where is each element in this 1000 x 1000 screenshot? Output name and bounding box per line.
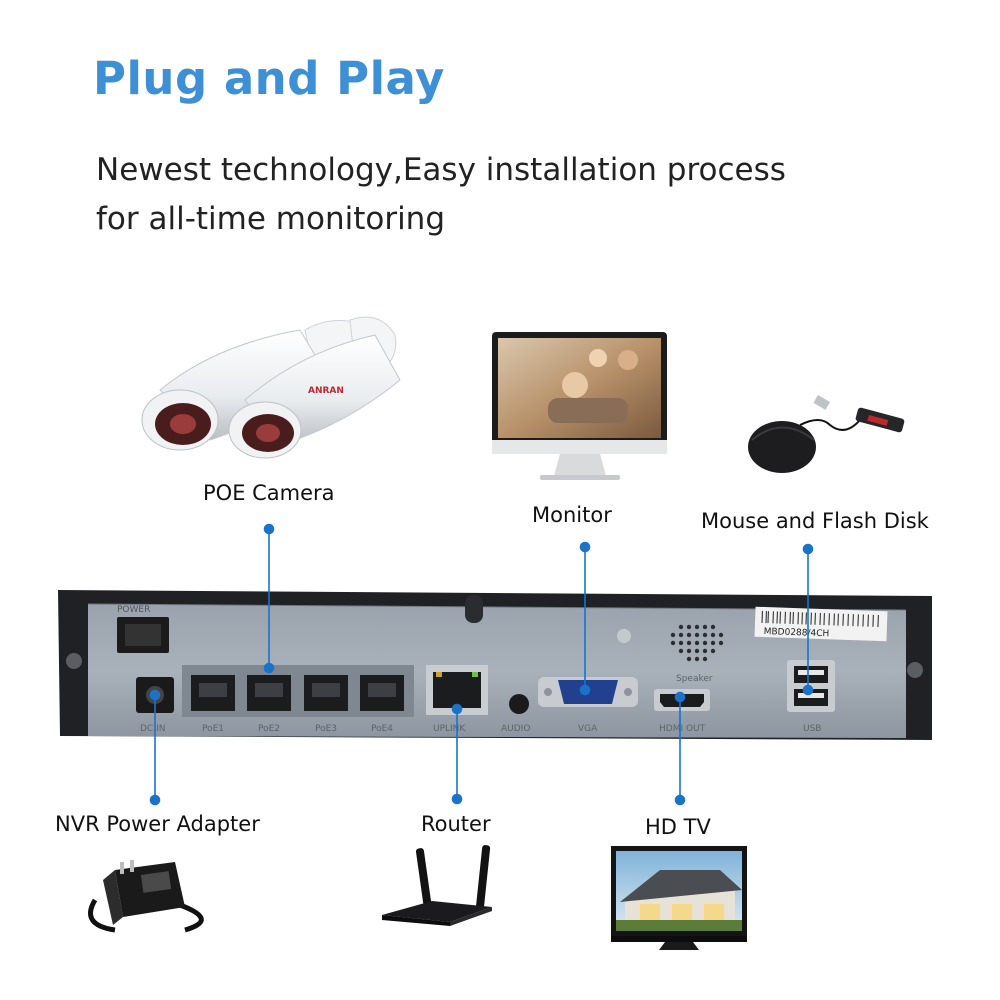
- audio-label: AUDIO: [501, 724, 530, 734]
- poe-port-1-label: PoE1: [202, 724, 224, 734]
- power-switch-label: POWER: [117, 605, 150, 615]
- connector-lines: [149, 523, 814, 806]
- poe-port-3[interactable]: PoE3: [304, 675, 348, 734]
- poe-port-1[interactable]: PoE1: [191, 675, 235, 734]
- speaker-label: Speaker: [676, 674, 713, 684]
- poe-port-4-label: PoE4: [371, 724, 393, 734]
- audio-port[interactable]: [509, 694, 529, 714]
- poe-camera-image: ANRAN: [141, 316, 401, 459]
- hdtv-image: [611, 846, 747, 950]
- connector-power: [149, 689, 161, 806]
- page-title: Plug and Play: [93, 52, 445, 105]
- camera-1: [141, 319, 376, 451]
- poe-port-3-label: PoE3: [315, 724, 337, 734]
- connector-monitor: [579, 541, 591, 696]
- model-number: MBD0288/4CH: [764, 627, 830, 639]
- hdmi-label: HDMI OUT: [659, 724, 706, 734]
- uplink-label: UPLINK: [433, 724, 466, 734]
- model-sticker: MBD0288/4CH: [754, 606, 888, 642]
- usb-label: USB: [803, 724, 821, 734]
- poe-port-2-label: PoE2: [258, 724, 280, 734]
- nvr-back-panel: POWER DC IN PoE1 PoE2 PoE3 PoE4: [58, 590, 932, 740]
- monitor-label: Monitor: [532, 503, 612, 527]
- router-image: [382, 845, 492, 926]
- power-rocker[interactable]: [125, 624, 161, 646]
- subtitle-line-1: Newest technology,Easy installation proc…: [96, 152, 786, 188]
- vga-label: VGA: [578, 724, 598, 734]
- ground-screw-icon: [617, 629, 631, 643]
- router-label: Router: [421, 812, 491, 836]
- subtitle: Newest technology,Easy installation proc…: [96, 146, 786, 244]
- connector-camera: [263, 523, 275, 674]
- speaker-grille: Speaker: [670, 624, 724, 684]
- poe-camera-label: POE Camera: [203, 481, 335, 505]
- camera-brand-logo: ANRAN: [308, 386, 344, 396]
- poe-port-4[interactable]: PoE4: [360, 675, 404, 734]
- power-adapter-label: NVR Power Adapter: [55, 812, 260, 836]
- dc-in-label: DC IN: [140, 724, 165, 734]
- power-adapter-image: [88, 860, 204, 933]
- hdtv-label: HD TV: [645, 815, 711, 839]
- camera-2: ANRAN: [228, 316, 401, 459]
- monitor-image: [492, 332, 667, 480]
- connector-router: [451, 703, 463, 805]
- subtitle-line-2: for all-time monitoring: [96, 201, 446, 237]
- mouse-flash-label: Mouse and Flash Disk: [701, 509, 929, 533]
- mouse-flash-image: [748, 395, 905, 473]
- connector-usb: [802, 543, 814, 696]
- connector-hdtv: [674, 691, 686, 806]
- poe-port-2[interactable]: PoE2: [247, 675, 291, 734]
